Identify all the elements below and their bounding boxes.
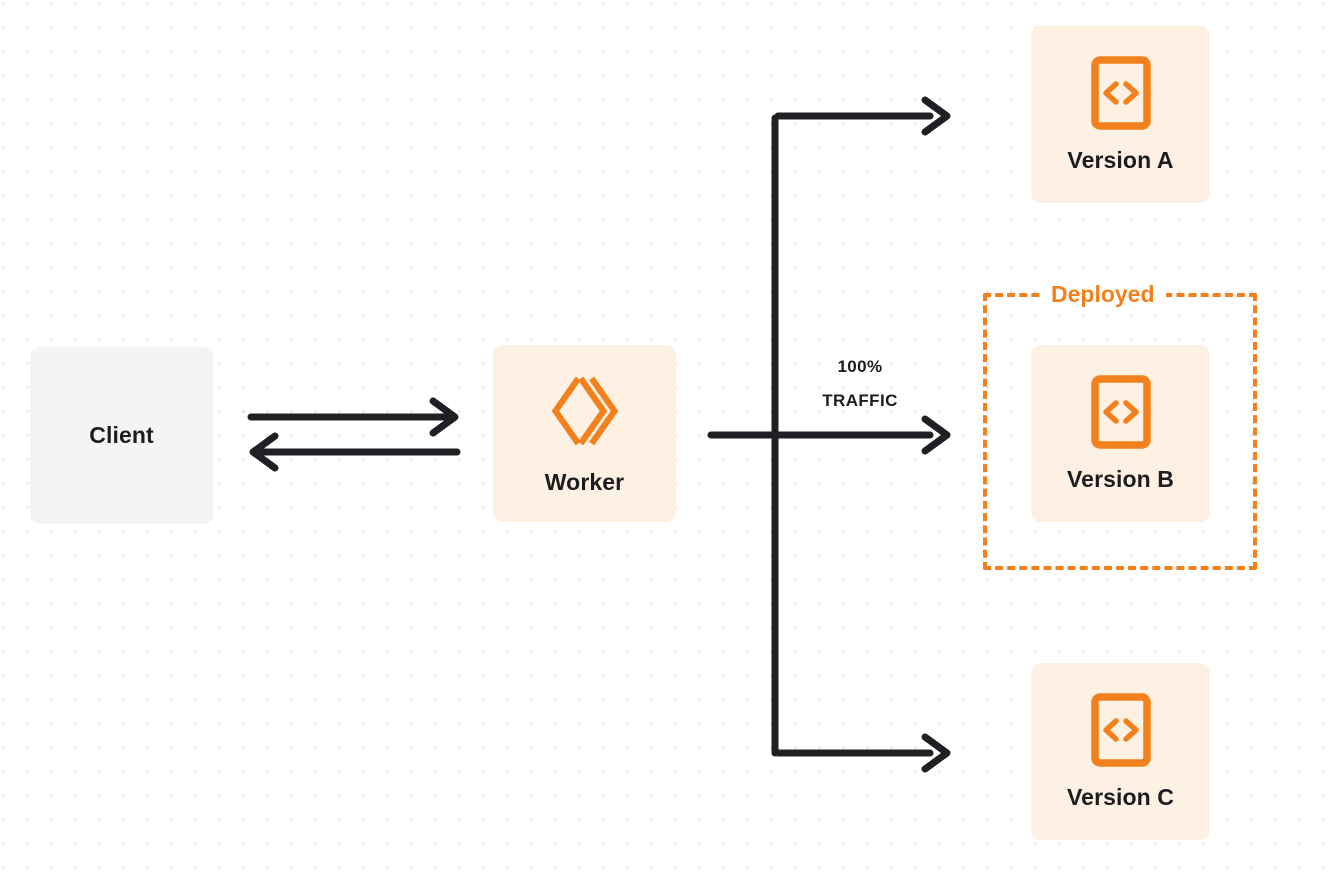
- code-brackets-icon: [1090, 375, 1151, 449]
- version-a-label: Version A: [1067, 146, 1174, 173]
- deployed-group-label: Deployed: [1040, 278, 1166, 310]
- worker-label: Worker: [544, 468, 625, 495]
- traffic-percent-value: 100%: [837, 357, 883, 376]
- version-b-label: Version B: [1067, 465, 1174, 492]
- arrow-client-to-worker: [247, 397, 459, 437]
- node-worker[interactable]: Worker: [493, 345, 676, 522]
- code-brackets-icon: [1090, 693, 1151, 767]
- node-version-b[interactable]: Version B: [1031, 345, 1210, 522]
- node-version-c[interactable]: Version C: [1031, 663, 1210, 840]
- cloudflare-workers-logo-icon: [546, 372, 624, 450]
- arrow-worker-to-client: [249, 432, 461, 472]
- client-label: Client: [89, 421, 154, 448]
- arrowhead-to-version-c: [921, 733, 951, 773]
- node-client[interactable]: Client: [30, 347, 213, 524]
- arrowhead-to-version-b: [921, 415, 951, 455]
- version-c-label: Version C: [1067, 783, 1174, 810]
- traffic-percentage-label: 100% TRAFFIC: [790, 350, 930, 418]
- arrowhead-to-version-a: [921, 96, 951, 136]
- code-brackets-icon: [1090, 56, 1151, 130]
- traffic-unit-label: TRAFFIC: [822, 391, 898, 410]
- node-version-a[interactable]: Version A: [1031, 26, 1210, 203]
- traffic-trunk-line: [707, 112, 934, 757]
